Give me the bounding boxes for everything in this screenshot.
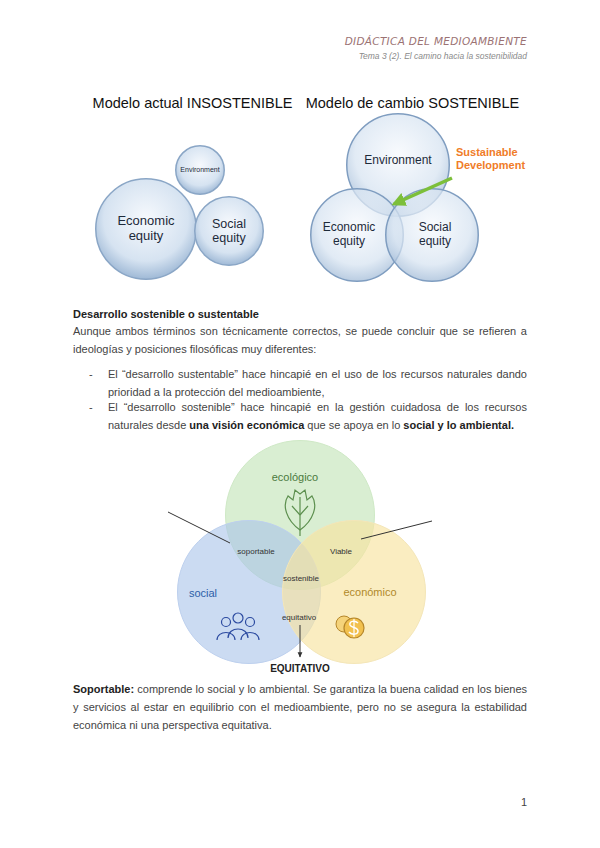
circle-node: económico xyxy=(282,520,426,664)
circle-label: Social equity xyxy=(203,217,255,246)
node-label-box: Social equity xyxy=(203,217,255,246)
circle-outline xyxy=(176,146,225,195)
circle-node: ecológico xyxy=(225,440,375,590)
node-label-box: ecológico xyxy=(260,471,330,484)
bullet-text: que se apoya en lo xyxy=(307,419,400,431)
circle-outline xyxy=(386,189,479,282)
circle-node: Environment xyxy=(175,145,225,195)
circle-label: Environment xyxy=(353,154,443,168)
bold-text: social y lo ambiental. xyxy=(403,419,514,431)
node-label-box: Social equity xyxy=(409,221,461,249)
circle-node: Economic equity xyxy=(310,188,404,282)
callout-label: Sustainable Development xyxy=(456,146,538,172)
paragraph-block: El “desarrollo sostenible” hace hincapié… xyxy=(108,398,527,434)
circle-label: económico xyxy=(335,586,405,599)
overlap-label: equitativo xyxy=(282,613,316,622)
node-label-box: económico xyxy=(335,586,405,599)
figure-heading: Modelo actual INSOSTENIBLE xyxy=(80,95,305,111)
node-label-box: Economic equity xyxy=(316,221,382,249)
bold-text: una visión económica xyxy=(189,419,304,431)
bullet-text: El “desarrollo sustentable” hace hincapi… xyxy=(108,365,527,401)
circle-outline xyxy=(283,521,426,664)
circle-label: Environment xyxy=(177,166,223,174)
leader-line xyxy=(300,625,301,657)
bullet-dash: - xyxy=(89,398,101,416)
circle-outline xyxy=(96,179,197,280)
circle-label: social xyxy=(178,587,228,600)
circle-label: Economic equity xyxy=(106,214,186,244)
page-number: 1 xyxy=(480,796,527,808)
overlap-label: sostenible xyxy=(283,574,319,583)
figure-heading: Modelo de cambio SOSTENIBLE xyxy=(300,95,525,111)
circle-node: Environment xyxy=(346,113,450,217)
paragraph: comprende lo social y lo ambiental. Se g… xyxy=(73,683,527,731)
callout-label: EQUITATIVO xyxy=(270,663,330,674)
node-label-box: Environment xyxy=(353,154,443,168)
circle-label: Social equity xyxy=(409,221,461,249)
circle-shape xyxy=(225,440,375,590)
circle-outline xyxy=(195,197,264,266)
paragraph-block: Soportable: comprende lo social y lo amb… xyxy=(73,680,527,734)
node-label-box: Environment xyxy=(177,166,223,174)
section-heading: Desarrollo sostenible o sustentable xyxy=(73,308,527,320)
running-subheader: Tema 3 (2). El camino hacia la sostenibi… xyxy=(300,51,527,61)
circle-node: Social equity xyxy=(194,196,264,266)
overlap-label: soportable xyxy=(237,547,274,556)
bold-text: Soportable: xyxy=(73,683,134,695)
node-label-box: Economic equity xyxy=(106,214,186,244)
paragraph: Aunque ambos términos son técnicamente c… xyxy=(73,322,527,358)
circle-label: Economic equity xyxy=(316,221,382,249)
bullet-dash: - xyxy=(89,365,101,383)
circle-node: Social equity xyxy=(385,188,479,282)
circle-node: Economic equity xyxy=(95,178,197,280)
circle-node: social xyxy=(177,520,321,664)
circle-label: ecológico xyxy=(260,471,330,484)
overlap-label: Viable xyxy=(330,547,352,556)
node-label-box: social xyxy=(178,587,228,600)
running-header: DIDÁCTICA DEL MEDIOAMBIENTE xyxy=(300,35,527,47)
